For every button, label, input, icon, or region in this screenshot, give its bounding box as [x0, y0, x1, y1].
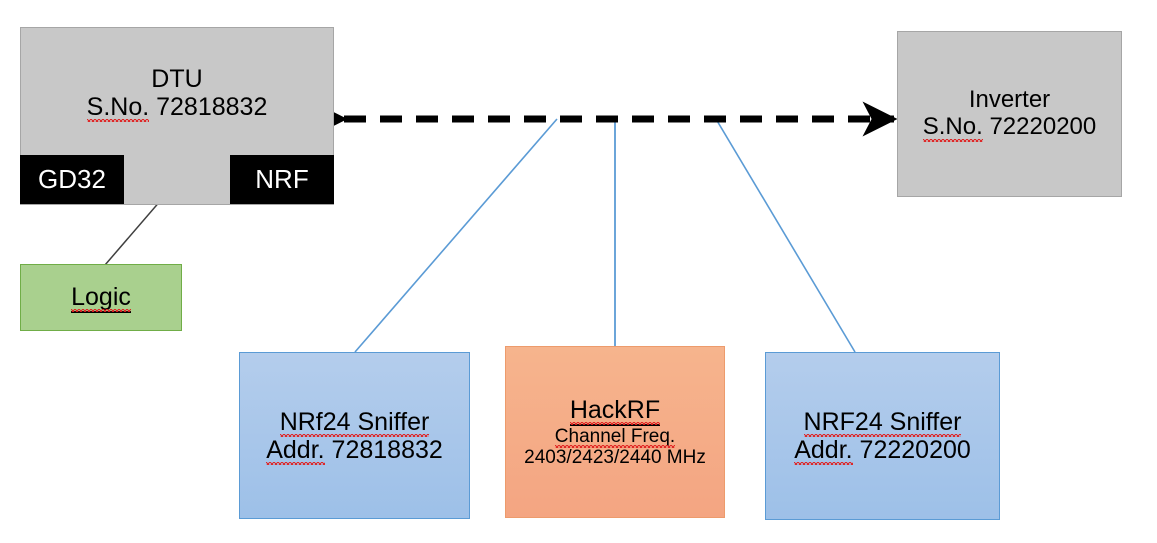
node-gd32[interactable]: GD32	[20, 155, 124, 204]
sniffer-left-address-value: 72818832	[331, 435, 443, 464]
node-sniffer-right[interactable]: NRF24 Sniffer Addr. 72220200	[765, 352, 1000, 520]
dtu-serial: S.No. 72818832	[86, 93, 268, 122]
hackrf-channel-label: Channel Freq.	[554, 425, 676, 449]
node-sniffer-left[interactable]: NRf24 Sniffer Addr. 72818832	[239, 352, 470, 519]
gd32-label: GD32	[38, 164, 106, 194]
dtu-serial-value: 72818832	[156, 93, 268, 121]
node-inverter[interactable]: Inverter S.No. 72220200	[897, 31, 1122, 197]
sniffer-left-address-prefix: Addr.	[266, 435, 325, 465]
inverter-title: Inverter	[968, 86, 1051, 114]
connector-sniffer-left-to-link	[354, 118, 558, 353]
logic-label: Logic	[71, 282, 131, 313]
dtu-title: DTU	[151, 65, 203, 93]
node-logic[interactable]: Logic	[20, 264, 182, 331]
node-hackrf[interactable]: HackRF Channel Freq. 2403/2423/2440 MHz	[505, 346, 725, 518]
inverter-serial-value: 72220200	[989, 113, 1097, 140]
sniffer-right-address-prefix: Addr.	[794, 436, 853, 465]
node-nrf[interactable]: NRF	[230, 155, 334, 204]
hackrf-title: HackRF	[569, 395, 661, 426]
inverter-serial: S.No. 72220200	[922, 113, 1097, 142]
sniffer-right-address-value: 72220200	[859, 436, 971, 464]
nrf-label: NRF	[255, 164, 309, 194]
sniffer-right-title: NRF24 Sniffer	[803, 408, 962, 437]
sniffer-left-title: NRf24 Sniffer	[279, 407, 430, 437]
dtu-serial-prefix: S.No.	[86, 93, 150, 122]
connector-sniffer-right-to-link	[715, 118, 856, 353]
sniffer-right-address: Addr. 72220200	[794, 436, 971, 465]
sniffer-left-address: Addr. 72818832	[266, 435, 443, 465]
hackrf-channel-frequencies: 2403/2423/2440 MHz	[524, 447, 706, 468]
inverter-serial-prefix: S.No.	[922, 113, 983, 142]
